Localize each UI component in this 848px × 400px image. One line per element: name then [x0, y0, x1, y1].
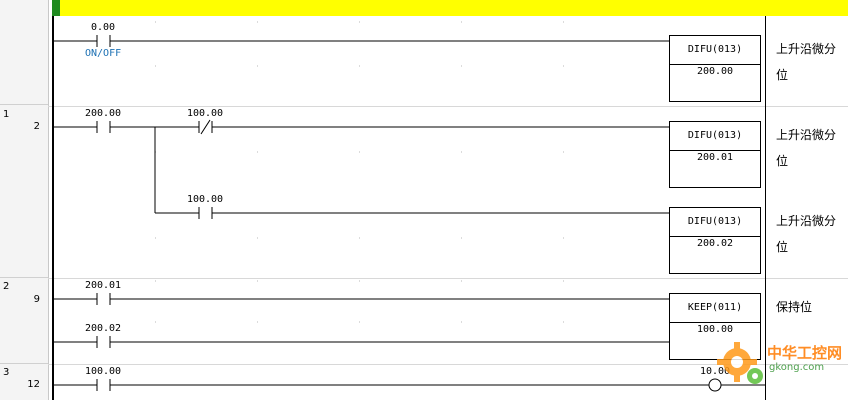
rung-number: 2: [3, 281, 10, 292]
rung-0-wiring: [54, 35, 669, 47]
right-power-rail: [765, 16, 766, 400]
instruction-operand: 200.02: [696, 238, 734, 249]
instruction-operand: 200.01: [696, 152, 734, 163]
step-number: 9: [33, 294, 40, 305]
contact-address[interactable]: 100.00: [186, 194, 224, 205]
rung-gutter: [0, 0, 49, 400]
rung-separator: [48, 106, 848, 107]
rung-3-wiring: [54, 378, 765, 392]
instruction-name: DIFU(013): [670, 208, 760, 237]
instruction-name: DIFU(013): [670, 122, 760, 151]
watermark-name: 中华工控网: [767, 344, 843, 362]
contact-address[interactable]: 200.01: [84, 280, 122, 291]
gutter-separator: [0, 363, 48, 364]
gkong-watermark: 中华工控网 gkong.com: [715, 334, 845, 392]
instruction-operand: 100.00: [696, 324, 734, 335]
instruction-comment: 上升沿微分位: [776, 128, 837, 168]
instruction-operand: 200.00: [696, 66, 734, 77]
coil-address[interactable]: 10.00: [699, 366, 731, 377]
instruction-comment: 上升沿微分位: [776, 214, 837, 254]
instruction-comment: 上升沿微分位: [776, 42, 837, 82]
contact-address[interactable]: 100.00: [186, 108, 224, 119]
difu-instruction[interactable]: DIFU(013) 200.02: [669, 207, 761, 274]
instruction-name: DIFU(013): [670, 36, 760, 65]
rung-separator: [48, 364, 848, 365]
selected-rung-bar[interactable]: [52, 0, 848, 16]
grid-dots: [155, 21, 564, 323]
rung-number: 3: [3, 367, 10, 378]
gutter-separator: [0, 104, 48, 105]
instruction-comment: 保持位: [776, 300, 813, 314]
contact-comment: ON/OFF: [85, 48, 122, 59]
contact-address[interactable]: 200.00: [84, 108, 122, 119]
difu-instruction[interactable]: DIFU(013) 200.01: [669, 121, 761, 188]
step-number: 2: [33, 121, 40, 132]
watermark-url: gkong.com: [769, 362, 825, 373]
instruction-name: KEEP(011): [670, 294, 760, 323]
left-power-rail: [52, 16, 54, 400]
gutter-separator: [0, 277, 48, 278]
contact-address[interactable]: 200.02: [84, 323, 122, 334]
contact-address[interactable]: 100.00: [84, 366, 122, 377]
rung-separator: [48, 278, 848, 279]
rung-2-wiring: [54, 293, 669, 348]
contact-address[interactable]: 0.00: [90, 22, 116, 33]
keep-instruction[interactable]: KEEP(011) 100.00: [669, 293, 761, 360]
rung-number: 1: [3, 109, 10, 120]
gear-logo-icon: [717, 342, 763, 384]
difu-instruction[interactable]: DIFU(013) 200.00: [669, 35, 761, 102]
rung-status-marker: [52, 0, 60, 16]
rung-1-wiring: [54, 119, 669, 219]
step-number: 12: [27, 379, 40, 390]
